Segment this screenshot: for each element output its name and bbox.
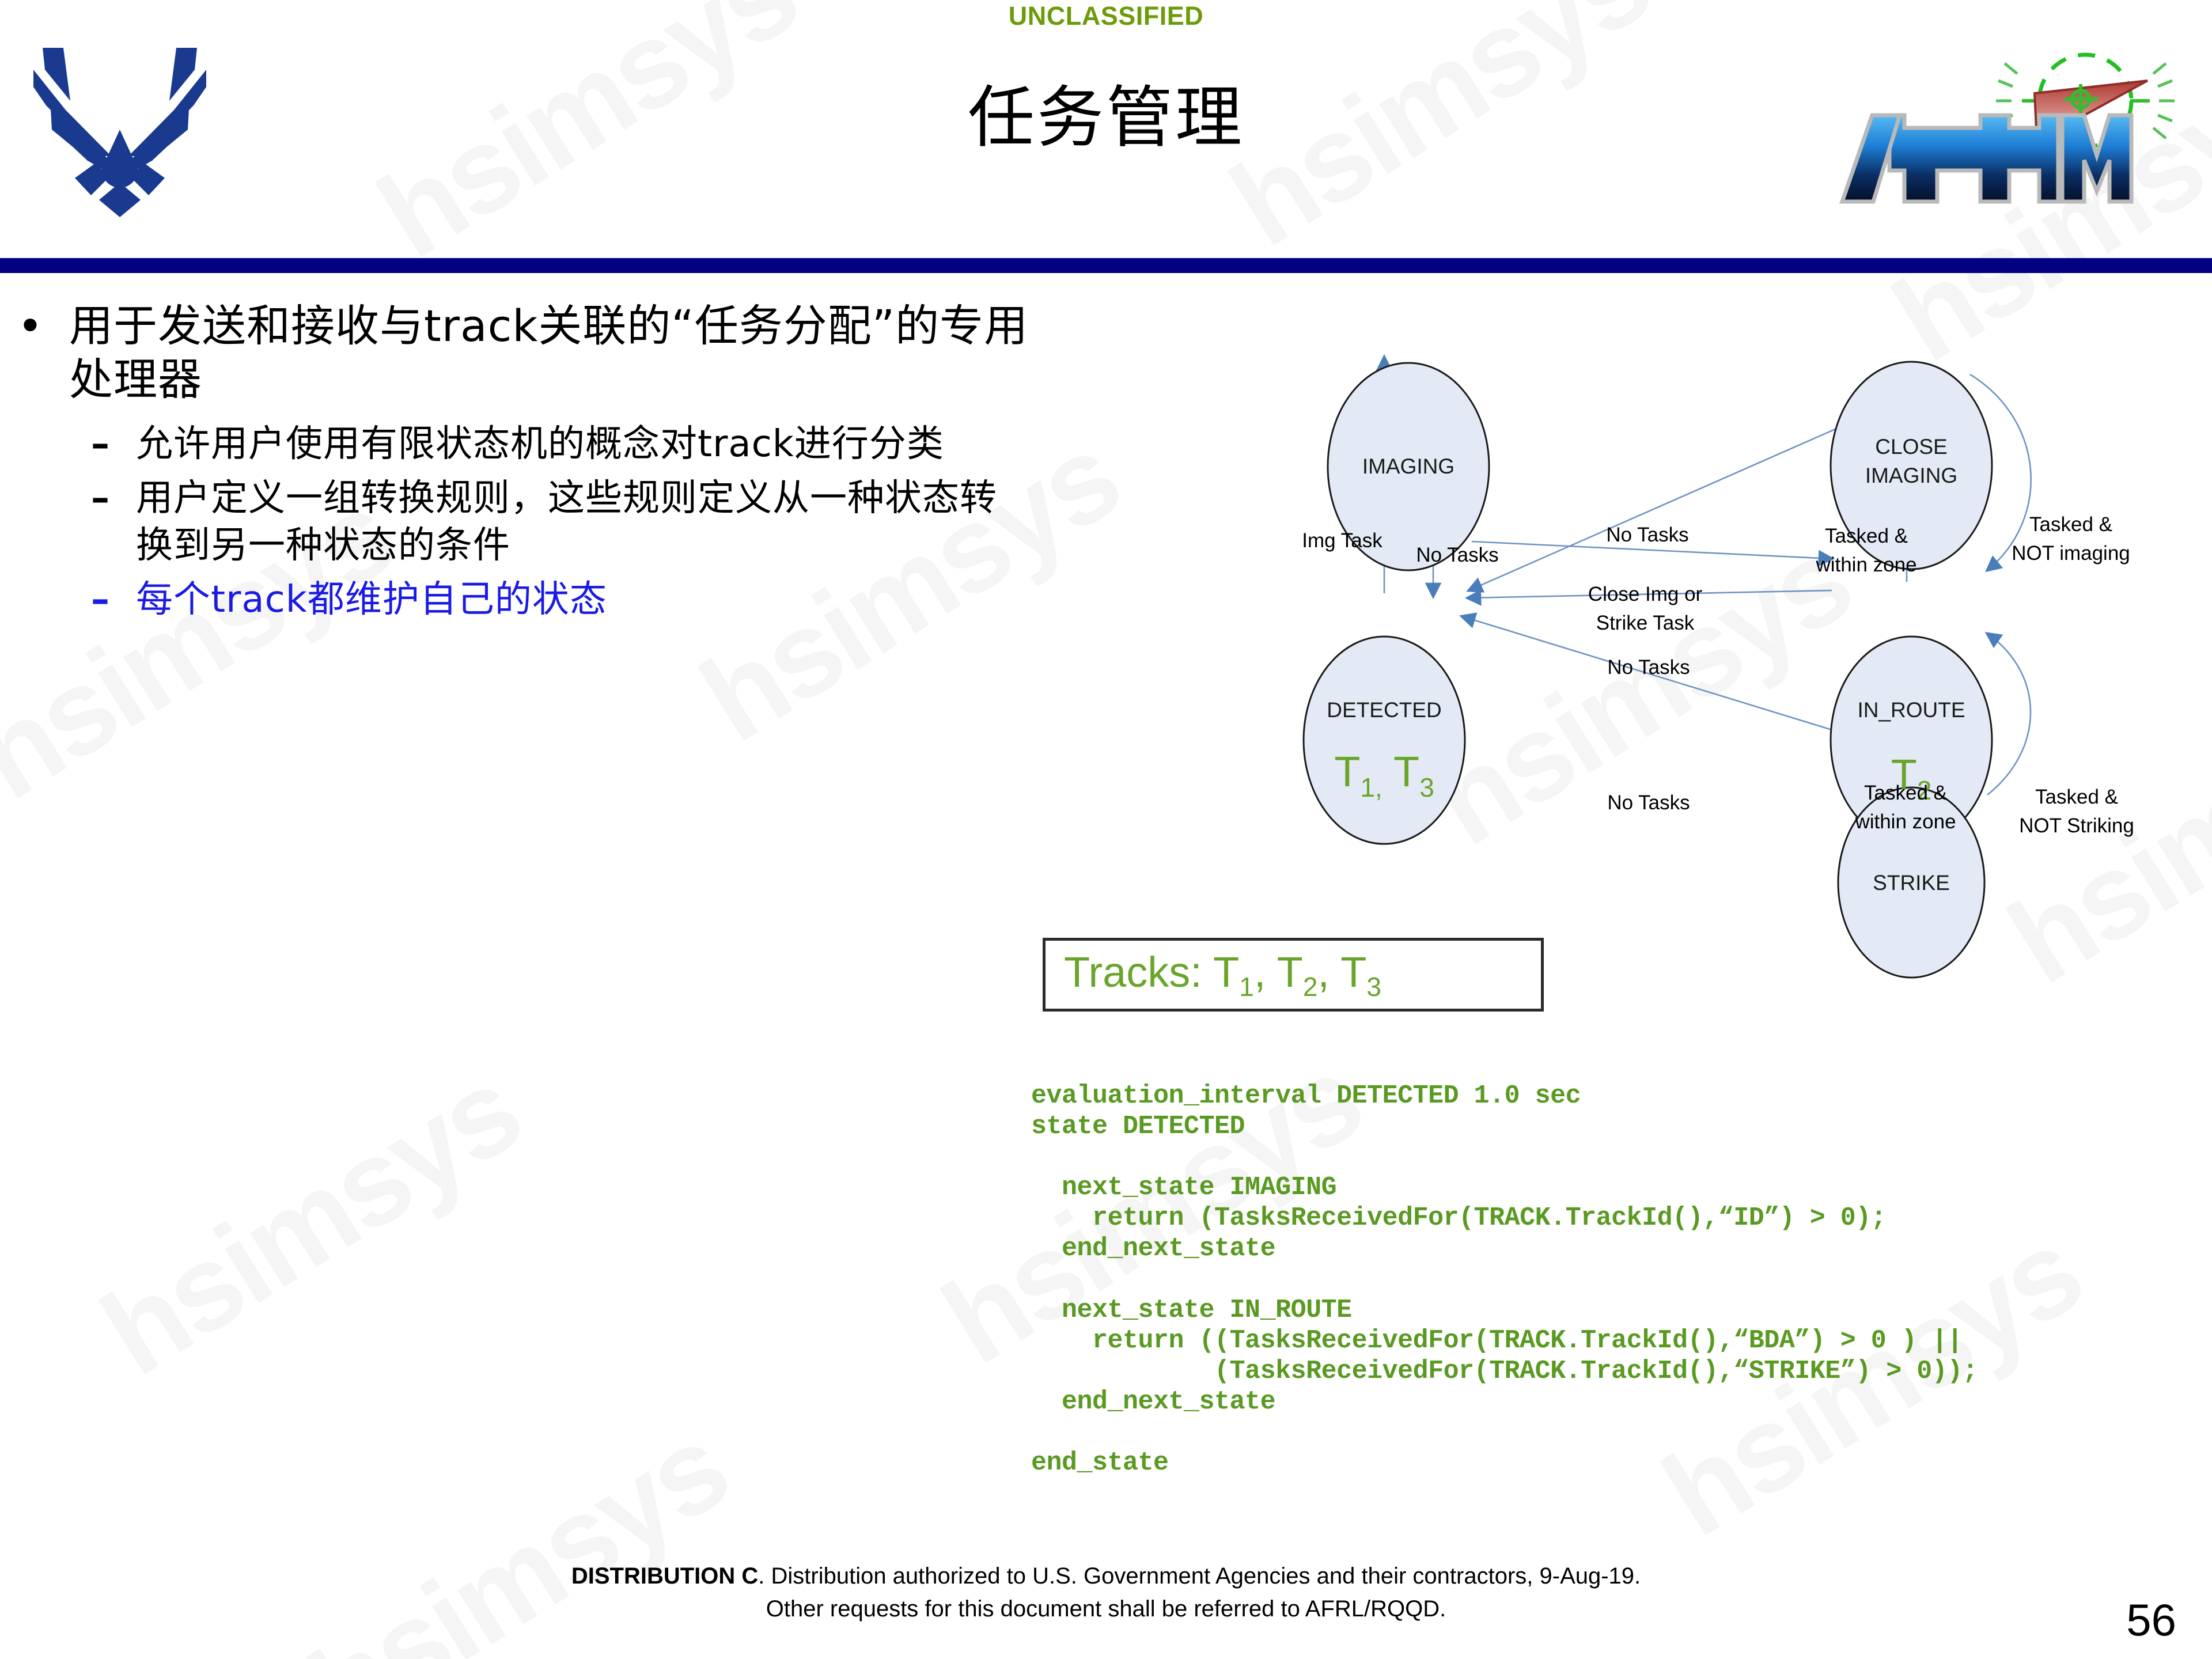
dash-marker: – bbox=[91, 477, 109, 520]
tracks-legend-box: Tracks: T1, T2, T3 bbox=[1043, 938, 1544, 1012]
bullet-marker: • bbox=[17, 300, 43, 351]
edge-label-close-img-strike: Close Img or bbox=[1588, 583, 1703, 605]
tracks-sub-3: 3 bbox=[1366, 971, 1381, 1002]
edge-label-tasked-zone-ci-2: within zone bbox=[1815, 554, 1916, 576]
footer-line-1: DISTRIBUTION C. Distribution authorized … bbox=[0, 1560, 2212, 1593]
bullet-level2-text: 每个track都维护自己的状态 bbox=[136, 578, 607, 622]
edge-label-no-tasks-in-route: No Tasks bbox=[1607, 656, 1690, 679]
body-content: • 用于发送和接收与track关联的“任务分配”的专用处理器 – 允许用户使用有… bbox=[17, 300, 1031, 631]
edge-label-close-img-strike-2: Strike Task bbox=[1596, 612, 1695, 634]
page-title: 任务管理 bbox=[968, 79, 1244, 157]
edge-label-tasked-zone-s-2: within zone bbox=[1854, 810, 1956, 833]
state-label-close: CLOSE bbox=[1875, 435, 1947, 459]
header-divider bbox=[0, 258, 2212, 273]
footer-line-2: Other requests for this document shall b… bbox=[766, 1596, 1446, 1622]
footer-distribution-text: . Distribution authorized to U.S. Govern… bbox=[758, 1563, 1641, 1589]
bullet-level2: – 允许用户使用有限状态机的概念对track进行分类 bbox=[91, 421, 1031, 468]
state-label-detected: DETECTED bbox=[1327, 698, 1441, 722]
tracks-prefix: Tracks: T bbox=[1064, 948, 1240, 996]
edge-label-no-tasks-strike: No Tasks bbox=[1607, 791, 1690, 814]
bullet-level1-text: 用于发送和接收与track关联的“任务分配”的专用处理器 bbox=[69, 300, 1029, 405]
tracks-mid-2: , T bbox=[1317, 948, 1367, 996]
state-label-close-2: IMAGING bbox=[1865, 464, 1957, 487]
edge-label-tasked-not-strike-2: NOT Striking bbox=[2019, 815, 2134, 837]
state-label-in-route: IN_ROUTE bbox=[1857, 698, 1965, 722]
afsim-logo bbox=[1832, 23, 2200, 219]
track-tag-detected: T1, T3 bbox=[1334, 748, 1434, 802]
watermark-text: hsimsys bbox=[79, 1041, 543, 1403]
state-node-strike bbox=[1837, 786, 1986, 979]
bullet-level2-accent: – 每个track都维护自己的状态 bbox=[91, 577, 1031, 624]
edge-label-img-task: Img Task bbox=[1302, 529, 1382, 552]
state-machine-diagram: IMAGING CLOSE IMAGING DETECTED IN_ROUTE … bbox=[1238, 271, 2195, 1054]
edge-label-tasked-not-imaging: Tasked & bbox=[2029, 513, 2112, 536]
tracks-sub-1: 1 bbox=[1239, 971, 1254, 1002]
tracks-mid-1: , T bbox=[1253, 948, 1303, 996]
tracks-sub-2: 2 bbox=[1302, 971, 1318, 1002]
edge-label-tasked-not-imaging-2: NOT imaging bbox=[2012, 542, 2130, 565]
footer-distribution-label: DISTRIBUTION C bbox=[571, 1563, 759, 1589]
bullet-level1: • 用于发送和接收与track关联的“任务分配”的专用处理器 bbox=[17, 300, 1031, 406]
edge-label-tasked-zone-ci: Tasked & bbox=[1825, 525, 1908, 547]
state-label-strike: STRIKE bbox=[1873, 871, 1950, 895]
dash-marker: – bbox=[91, 578, 109, 622]
state-node-detected bbox=[1302, 635, 1466, 845]
state-node-imaging bbox=[1327, 362, 1490, 571]
state-label-imaging: IMAGING bbox=[1362, 454, 1455, 478]
bullet-level2: – 用户定义一组转换规则，这些规则定义从一种状态转换到另一种状态的条件 bbox=[91, 475, 1031, 570]
edge-label-no-tasks-close: No Tasks bbox=[1606, 524, 1688, 546]
dash-marker: – bbox=[91, 423, 109, 466]
svg-text:T1, T3: T1, T3 bbox=[1334, 748, 1434, 802]
classification-banner: UNCLASSIFIED bbox=[1008, 1, 1204, 31]
edge-label-tasked-zone-s: Tasked & bbox=[1864, 782, 1947, 804]
edge-label-no-tasks-imaging: No Tasks bbox=[1416, 544, 1498, 566]
air-force-logo bbox=[10, 32, 229, 222]
distribution-footer: DISTRIBUTION C. Distribution authorized … bbox=[0, 1560, 2212, 1626]
bullet-level2-text: 用户定义一组转换规则，这些规则定义从一种状态转换到另一种状态的条件 bbox=[136, 477, 997, 567]
edge-label-tasked-not-strike: Tasked & bbox=[2035, 786, 2118, 808]
bullet-level2-text: 允许用户使用有限状态机的概念对track进行分类 bbox=[136, 423, 944, 466]
state-node-close-imaging bbox=[1830, 361, 1993, 570]
tracks-legend-text: Tracks: T1, T2, T3 bbox=[1046, 948, 1381, 1002]
code-block: evaluation_interval DETECTED 1.0 sec sta… bbox=[1031, 1081, 1978, 1478]
page-number: 56 bbox=[2126, 1594, 2176, 1645]
